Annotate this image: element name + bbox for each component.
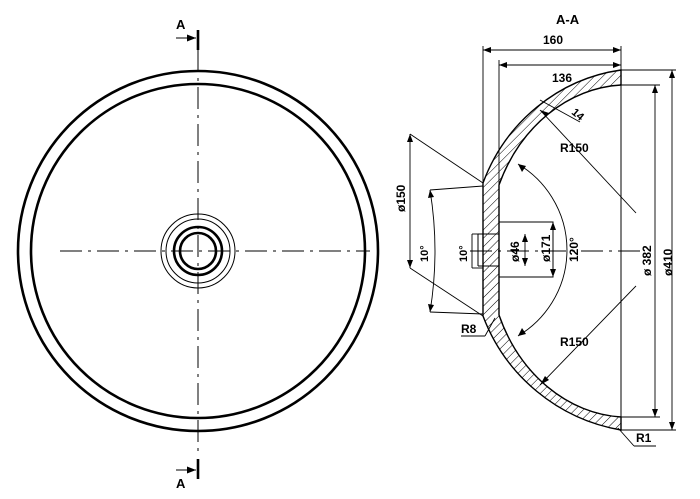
dim-wall-thickness-label: 14: [569, 106, 587, 124]
dim-overall-depth-label: 160: [543, 33, 563, 47]
dim-overall-depth: 160: [482, 33, 622, 183]
dim-hub-bore: ø46: [508, 234, 528, 266]
dim-inner-diameter-label: ø 382: [640, 245, 654, 276]
dim-inner-depth: 136: [498, 60, 621, 185]
dim-hub-outer-label: ø171: [539, 234, 553, 262]
dim-radius-upper-label: R150: [560, 141, 589, 155]
dim-radius-upper: R150: [539, 109, 637, 214]
dim-sweep-angle: 120°: [517, 163, 581, 337]
dim-outer-diameter-label: ø410: [661, 248, 675, 276]
dim-radius-lower: R150: [539, 285, 637, 386]
dim-sweep-angle-label: 120°: [567, 237, 581, 262]
section-marker-top: A: [176, 17, 200, 50]
dim-inner-diameter: ø 382: [621, 84, 660, 418]
dim-outer-diameter: ø410: [621, 69, 676, 431]
dim-bottom-diameter: ø150: [394, 133, 484, 317]
section-letter-bottom: A: [176, 476, 186, 491]
dim-hub-outer: ø171: [539, 222, 556, 277]
dim-fillet-bottom-label: R8: [461, 322, 477, 336]
front-view: A A: [16, 17, 380, 491]
dim-fillet-bottom: R8: [461, 317, 496, 337]
dim-fillet-rim-label: R1: [636, 431, 652, 445]
section-marker-bottom: A: [176, 459, 200, 491]
dim-taper-inner: 10°: [458, 233, 483, 269]
section-view: A-A 160 136: [394, 12, 676, 447]
dim-radius-lower-label: R150: [560, 335, 589, 349]
section-letter-top: A: [176, 17, 186, 32]
dim-taper-inner-label: 10°: [458, 245, 470, 262]
dim-fillet-rim: R1: [617, 427, 656, 447]
dim-taper-left-label: 10°: [419, 245, 431, 262]
dim-inner-depth-label: 136: [552, 71, 572, 85]
dim-bottom-diameter-label: ø150: [394, 184, 408, 212]
dim-taper-left: 10°: [419, 185, 484, 315]
section-title: A-A: [556, 12, 580, 27]
dim-hub-bore-label: ø46: [508, 241, 522, 262]
